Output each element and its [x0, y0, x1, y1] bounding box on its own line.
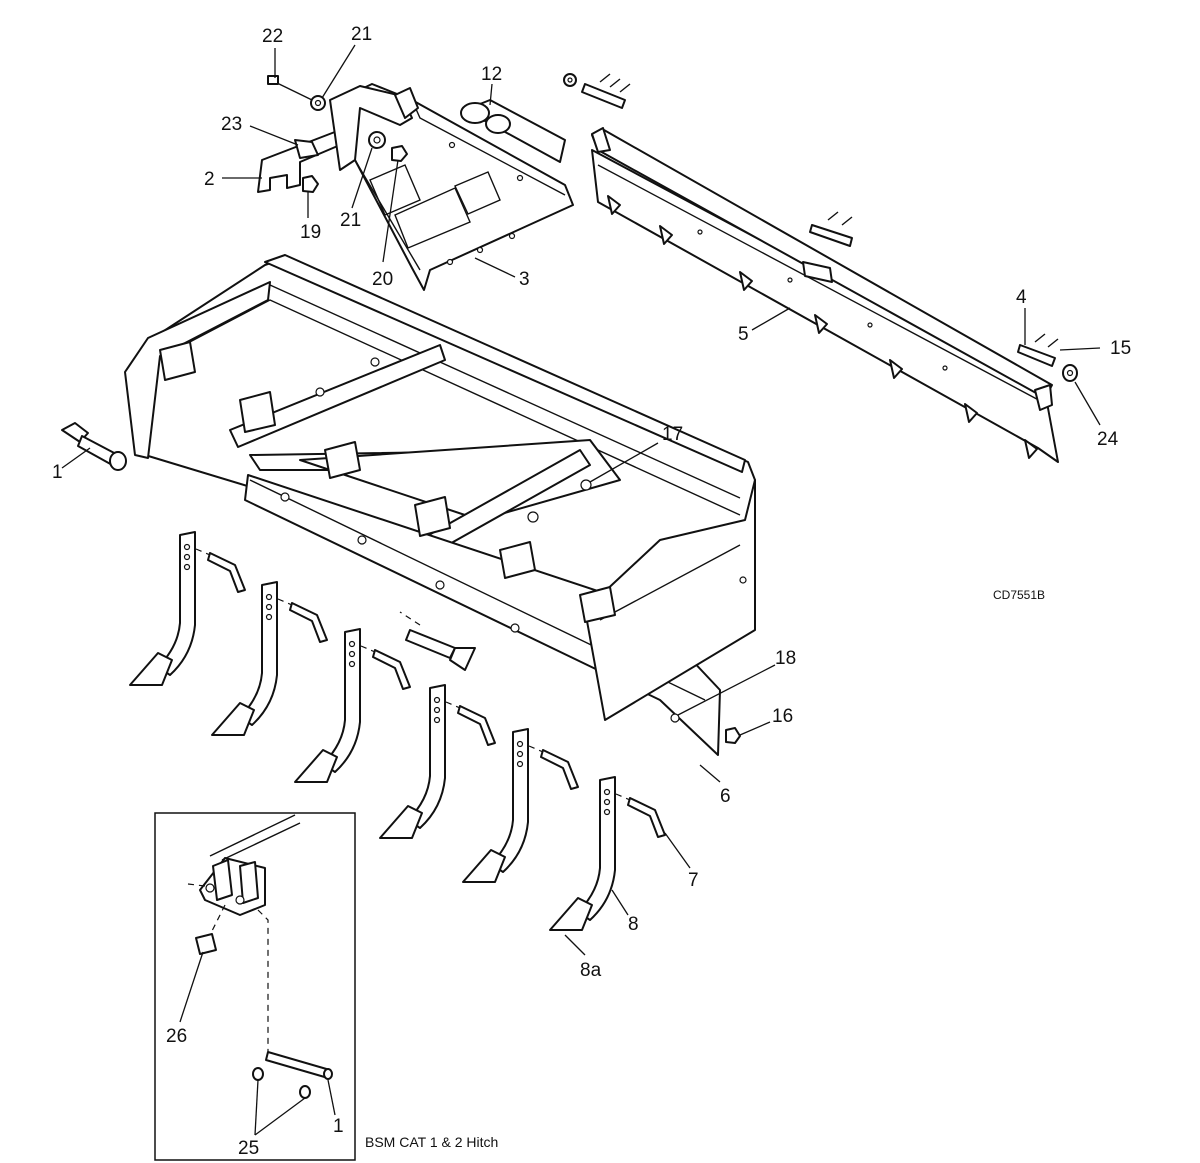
inset-detail	[154, 812, 356, 1161]
callout-19: 19	[300, 222, 321, 243]
callout-1-inset: 1	[333, 1116, 344, 1137]
callout-6: 6	[720, 786, 731, 807]
callout-26: 26	[166, 1026, 187, 1047]
callout-25: 25	[238, 1138, 259, 1159]
callout-8a: 8a	[580, 960, 602, 981]
leader-lines	[61, 44, 1101, 1136]
callout-3: 3	[519, 269, 530, 290]
callout-5: 5	[738, 324, 749, 345]
callout-12: 12	[481, 64, 502, 85]
callout-2: 2	[204, 169, 215, 190]
shank-2	[211, 581, 328, 736]
shank-3	[294, 628, 411, 783]
drawing-code: CD7551B	[993, 588, 1045, 602]
shank-1	[129, 531, 246, 686]
callout-21-bottom: 21	[340, 210, 361, 231]
callout-18: 18	[775, 648, 796, 669]
callout-16: 16	[772, 706, 793, 727]
callout-20: 20	[372, 269, 393, 290]
shank-5	[462, 728, 579, 883]
callout-22: 22	[262, 26, 283, 47]
box-frame	[124, 254, 756, 756]
pin-assembly-right	[1017, 333, 1078, 382]
shank-group	[129, 531, 666, 931]
callout-21-top: 21	[351, 24, 372, 45]
shank-6	[549, 776, 666, 931]
hitch-a-frame	[257, 75, 574, 291]
callout-4: 4	[1016, 287, 1027, 308]
callout-23: 23	[221, 114, 242, 135]
inset-caption: BSM CAT 1 & 2 Hitch	[365, 1134, 498, 1150]
callouts: 22 21 23 2 19 21 20 12 3 4 5 15 24 1 17 …	[52, 24, 1131, 1159]
shank-4	[379, 684, 496, 839]
callout-7: 7	[688, 870, 699, 891]
callout-15: 15	[1110, 338, 1131, 359]
callout-17: 17	[662, 424, 683, 445]
hardware-pins-top	[563, 73, 853, 247]
callout-24: 24	[1097, 429, 1119, 450]
callout-1-main: 1	[52, 462, 63, 483]
hitch-pin-left	[61, 422, 127, 471]
callout-8: 8	[628, 914, 639, 935]
scarifier-bar	[591, 127, 1059, 463]
hitch-pin-center	[399, 611, 476, 671]
